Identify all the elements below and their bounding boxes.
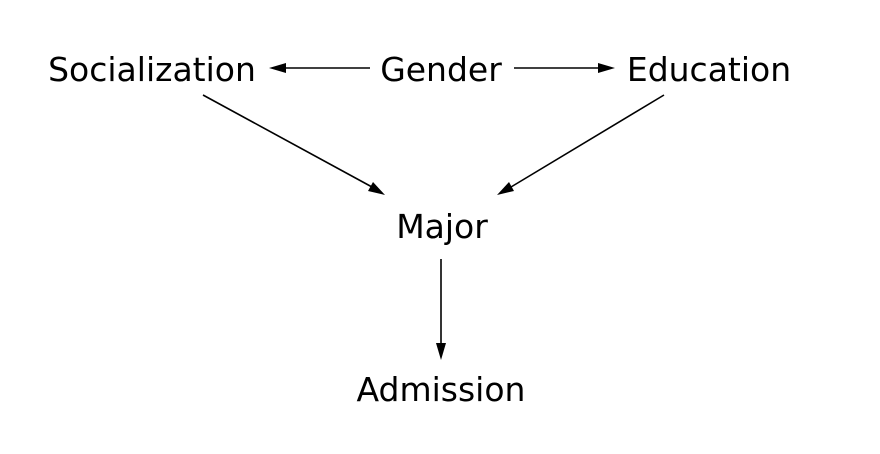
edge-education-to-major — [497, 94, 665, 195]
arrowhead — [269, 63, 286, 73]
node-gender-label: Gender — [380, 50, 502, 89]
node-admission-label: Admission — [357, 370, 526, 409]
edge-line — [202, 94, 373, 188]
node-socialization-label: Socialization — [48, 50, 256, 89]
node-admission: Admission — [357, 370, 526, 409]
node-gender: Gender — [380, 50, 502, 89]
edge-gender-to-socialization — [269, 63, 370, 73]
node-major: Major — [396, 207, 488, 246]
arrowhead — [497, 182, 514, 195]
node-major-label: Major — [396, 207, 488, 246]
edge-major-to-admission — [436, 259, 446, 360]
edge-socialization-to-major — [202, 94, 385, 195]
node-education: Education — [627, 50, 791, 89]
edge-line — [510, 94, 665, 188]
node-socialization: Socialization — [48, 50, 256, 89]
edge-gender-to-education — [514, 63, 615, 73]
arrowhead — [598, 63, 615, 73]
node-education-label: Education — [627, 50, 791, 89]
arrowhead — [436, 343, 446, 360]
arrowhead — [368, 182, 385, 195]
